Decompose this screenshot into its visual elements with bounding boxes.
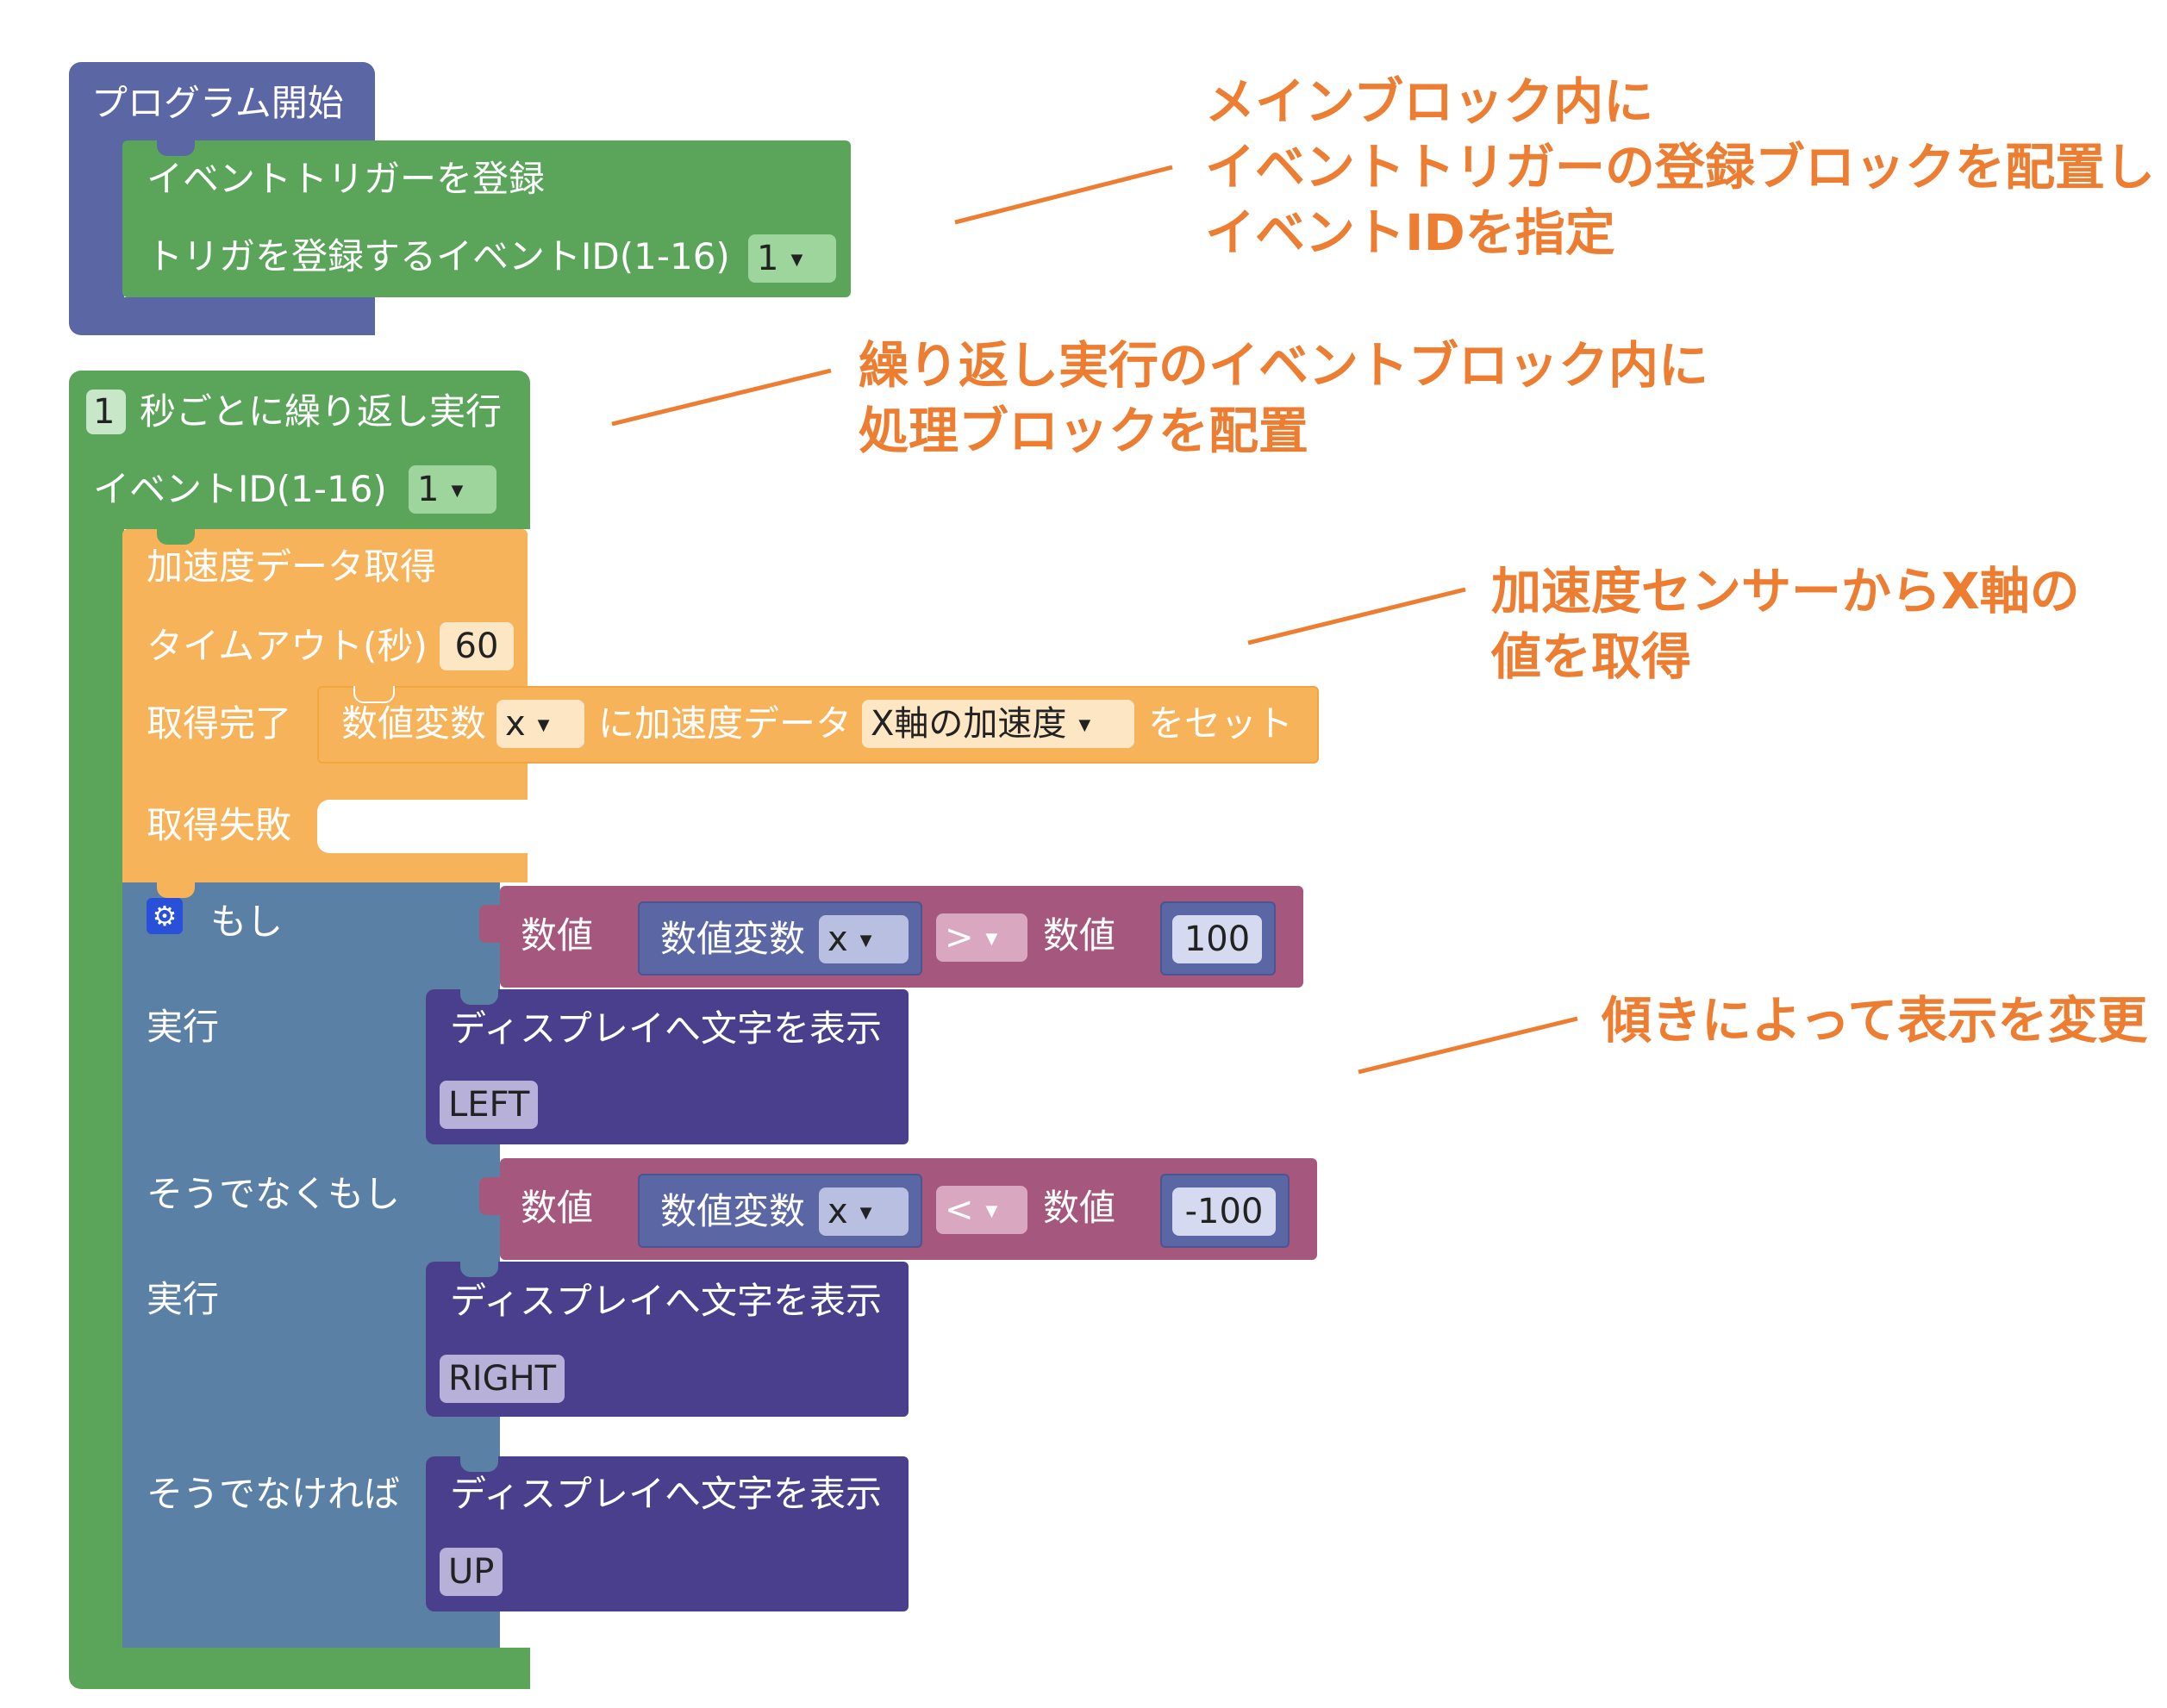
if-else-block-footer [122, 1620, 500, 1648]
annotation-note-1-line-3: イベントIDを指定 [1205, 203, 1615, 262]
dropdown-arrow-icon: ▼ [790, 251, 803, 269]
display1-text-input[interactable]: LEFT [440, 1081, 539, 1129]
accel-success-label: 取得完了 [147, 702, 292, 745]
annotation-line-1 [954, 165, 1173, 225]
cond1-operator-dropdown[interactable]: >▼ [936, 913, 1027, 962]
if-label: もし [210, 901, 284, 943]
cond2-num-label-2: 数値 [1043, 1187, 1116, 1229]
repeat-interval-value: 1 [93, 392, 116, 432]
cond1-num-label: 数値 [521, 914, 594, 957]
annotation-note-2-line-2: 処理ブロックを配置 [859, 402, 1309, 460]
set-suffix-text: をセット [1148, 702, 1294, 745]
dropdown-arrow-icon: ▼ [985, 930, 998, 948]
display-text-block-3[interactable] [426, 1456, 909, 1611]
display1-title: ディスプレイへ文字を表示 [450, 1007, 883, 1050]
cond2-var-dropdown[interactable]: x▼ [819, 1187, 909, 1236]
set-axis-dropdown[interactable]: X軸の加速度 ▼ [862, 700, 1134, 748]
set-var-dropdown[interactable]: x▼ [496, 700, 584, 748]
annotation-note-4-line-1: 傾きによって表示を変更 [1602, 991, 2148, 1050]
annotation-note-3-line-2: 値を取得 [1491, 627, 1692, 686]
register-trigger-title: イベントトリガーを登録 [147, 158, 546, 200]
cond2-number-input[interactable]: -100 [1172, 1187, 1276, 1236]
gear-icon[interactable]: ⚙ [147, 898, 183, 934]
block-notch [157, 529, 195, 545]
compare-connector-tab [479, 905, 503, 943]
annotation-line-4 [1358, 1016, 1578, 1075]
annotation-note-1-line-2: イベントトリガーの登録ブロックを配置し [1205, 138, 2156, 196]
block-notch [460, 1456, 498, 1472]
cond1-var-dropdown[interactable]: x▼ [819, 915, 909, 963]
cond1-num-label-2: 数値 [1043, 914, 1116, 957]
annotation-line-3 [1247, 587, 1466, 645]
accel-fail-slot[interactable] [317, 800, 528, 853]
dropdown-arrow-icon: ▼ [859, 932, 872, 950]
program-start-block[interactable] [69, 62, 375, 146]
register-trigger-id-label: トリガを登録するイベントID(1-16) [147, 235, 730, 277]
dropdown-arrow-icon: ▼ [859, 1204, 872, 1222]
set-axis-value: X軸の加速度 [871, 704, 1067, 744]
annotation-note-1-line-1: メインブロック内に [1205, 72, 1654, 131]
dropdown-arrow-icon: ▼ [1078, 716, 1091, 734]
dropdown-arrow-icon: ▼ [537, 716, 550, 734]
cond2-operator-dropdown[interactable]: <▼ [936, 1186, 1027, 1234]
annotation-note-2-line-1: 繰り返し実行のイベントブロック内に [859, 336, 1709, 395]
cond1-operator: > [945, 918, 974, 957]
register-trigger-block[interactable] [122, 140, 851, 297]
cond2-var-value: x [827, 1192, 848, 1231]
repeat-interval-field[interactable]: 1 [86, 390, 126, 434]
display2-title: ディスプレイへ文字を表示 [450, 1280, 883, 1322]
cond2-operator: < [945, 1190, 974, 1230]
block-notch [460, 1262, 498, 1277]
program-start-label: プログラム開始 [91, 82, 344, 124]
repeat-id-dropdown[interactable]: 1▼ [409, 465, 496, 514]
block-notch [157, 140, 195, 156]
display3-text: UP [448, 1552, 495, 1592]
accel-title: 加速度データ取得 [147, 545, 437, 588]
compare-connector-tab [479, 1177, 503, 1215]
accel-timeout-value: 60 [454, 626, 499, 666]
cond1-number-input[interactable]: 100 [1172, 915, 1262, 963]
cond1-var-label: 数値変数 [660, 918, 806, 960]
accel-fail-label: 取得失敗 [147, 804, 292, 846]
cond2-num-label: 数値 [521, 1187, 594, 1229]
display1-text: LEFT [448, 1085, 530, 1125]
repeat-id-label: イベントID(1-16) [93, 468, 387, 510]
set-middle-text: に加速度データ [598, 702, 852, 745]
display3-title: ディスプレイへ文字を表示 [450, 1473, 883, 1515]
do-label-2: 実行 [147, 1278, 220, 1320]
accel-timeout-input[interactable]: 60 [440, 622, 514, 670]
do-label-1: 実行 [147, 1006, 220, 1048]
annotation-line-2 [611, 368, 832, 427]
set-accel-variable-block[interactable] [317, 686, 1319, 764]
accel-timeout-label: タイムアウト(秒) [147, 625, 428, 667]
cond2-var-label: 数値変数 [660, 1190, 806, 1232]
dropdown-arrow-icon: ▼ [451, 482, 464, 500]
cond1-var-value: x [827, 919, 848, 959]
dropdown-arrow-icon: ▼ [985, 1202, 998, 1220]
block-notch [157, 882, 195, 898]
display3-text-input[interactable]: UP [440, 1548, 503, 1596]
register-trigger-id-dropdown[interactable]: 1▼ [748, 234, 836, 283]
program-start-block-body [69, 142, 124, 315]
else-label: そうでなければ [147, 1473, 401, 1515]
cond2-value: -100 [1184, 1192, 1264, 1231]
block-notch [353, 686, 395, 703]
annotation-note-3-line-1: 加速度センサーからX軸の [1491, 562, 2080, 620]
repeat-id-value: 1 [417, 470, 440, 509]
elseif-label: そうでなくもし [147, 1173, 401, 1215]
set-var-value: x [505, 704, 526, 744]
register-trigger-id-value: 1 [757, 239, 779, 278]
repeat-event-block-footer [69, 1648, 530, 1689]
repeat-title: 秒ごとに繰り返し実行 [140, 390, 503, 433]
repeat-event-block-body [69, 517, 124, 1672]
cond1-value: 100 [1183, 919, 1251, 959]
display2-text: RIGHT [448, 1359, 557, 1399]
display2-text-input[interactable]: RIGHT [440, 1355, 565, 1403]
program-start-block-footer [69, 297, 375, 335]
set-var-label: 数値変数 [341, 702, 487, 745]
block-notch [460, 989, 498, 1005]
